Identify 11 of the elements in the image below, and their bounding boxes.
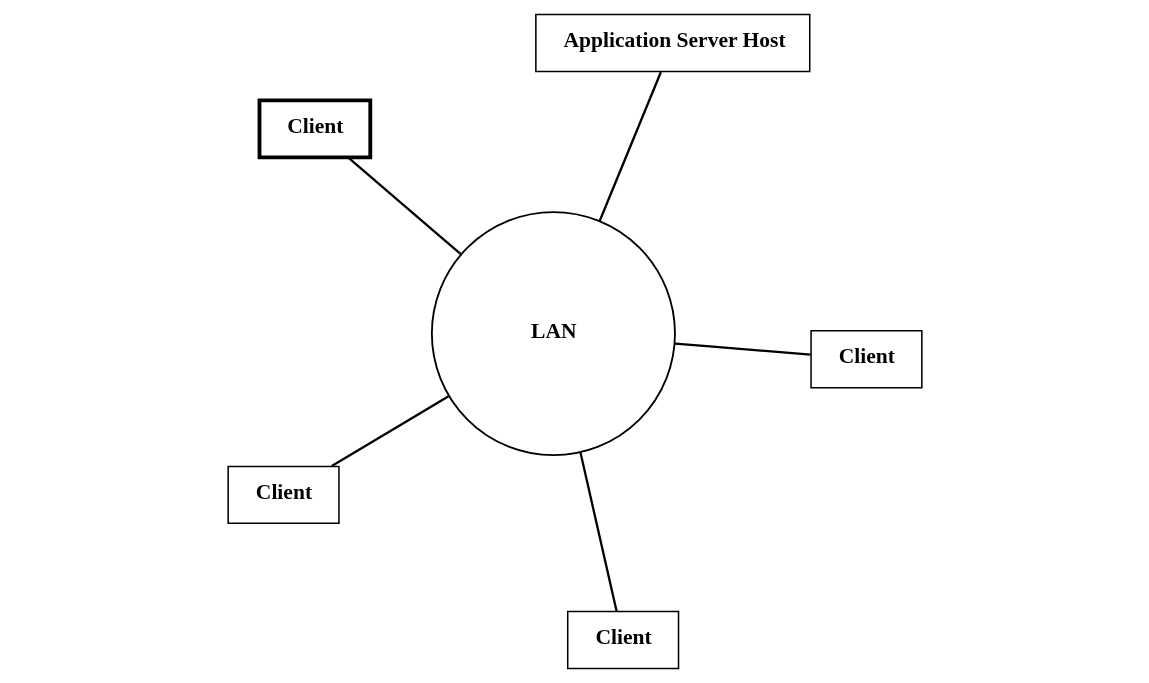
node-circle: LAN (430, 211, 676, 457)
connector (330, 395, 449, 468)
connector (598, 71, 662, 222)
connector (674, 342, 811, 356)
node-box: Client (809, 330, 923, 389)
node-box: Client (226, 465, 340, 525)
connector (347, 156, 461, 255)
node-box: Client (257, 98, 372, 160)
connector (578, 452, 618, 612)
node-box: Application Server Host (534, 13, 810, 73)
node-box: Client (566, 610, 679, 670)
